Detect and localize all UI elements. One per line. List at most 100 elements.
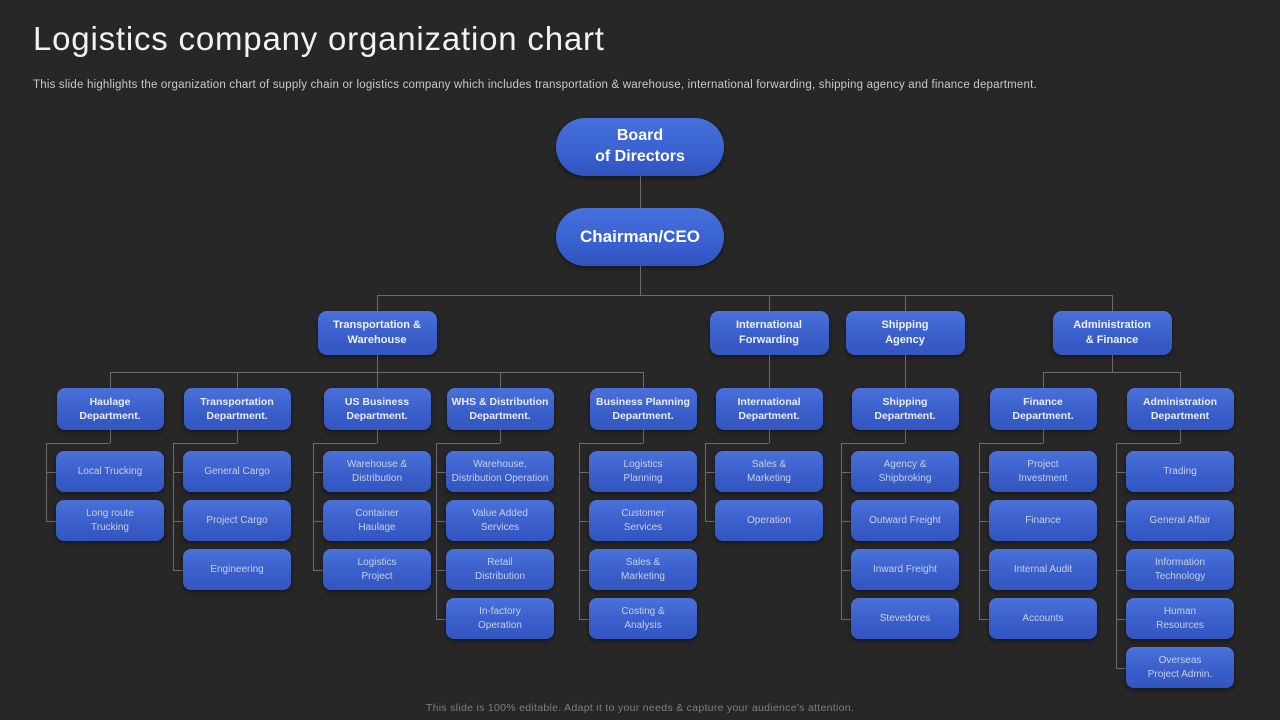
leaf-container-haulage: Container Haulage <box>323 500 431 541</box>
connector-line <box>173 443 237 444</box>
connector-line <box>377 295 378 311</box>
connector-line <box>640 266 641 295</box>
connector-line <box>436 520 446 522</box>
connector-line <box>841 618 851 620</box>
connector-line <box>905 295 906 311</box>
footer-note: This slide is 100% editable. Adapt it to… <box>425 702 855 714</box>
leaf-operation: Operation <box>715 500 823 541</box>
connector-line <box>313 520 323 522</box>
connector-line <box>377 372 378 388</box>
leaf-warehouse-distribution-operation: Warehouse, Distribution Operation <box>446 451 554 492</box>
connector-line <box>979 443 980 619</box>
connector-line <box>841 471 851 473</box>
connector-line <box>841 520 851 522</box>
connector-line <box>979 443 1043 444</box>
department-transportation-department: Transportation Department. <box>183 388 291 430</box>
connector-line <box>1116 520 1126 522</box>
leaf-warehouse-distribution: Warehouse & Distribution <box>323 451 431 492</box>
connector-line <box>237 430 238 443</box>
connector-line <box>436 443 437 619</box>
leaf-inward-freight: Inward Freight <box>851 549 959 590</box>
connector-line <box>237 372 238 388</box>
connector-line <box>313 471 323 473</box>
connector-line <box>905 355 906 388</box>
connector-line <box>769 430 770 443</box>
connector-line <box>841 443 905 444</box>
connector-line <box>173 471 183 473</box>
connector-line <box>979 471 989 473</box>
connector-line <box>769 355 770 388</box>
department-administration-department: Administration Department <box>1126 388 1234 430</box>
branch-shipping-agency: Shipping Agency <box>845 311 965 355</box>
leaf-accounts: Accounts <box>989 598 1097 639</box>
department-us-business-department: US Business Department. <box>323 388 431 430</box>
connector-line <box>46 443 110 444</box>
connector-line <box>1116 443 1180 444</box>
leaf-stevedores: Stevedores <box>851 598 959 639</box>
leaf-sales-marketing: Sales & Marketing <box>589 549 697 590</box>
leaf-overseas-project-admin: Overseas Project Admin. <box>1126 647 1234 688</box>
department-international-department: International Department. <box>715 388 823 430</box>
leaf-sales-marketing: Sales & Marketing <box>715 451 823 492</box>
connector-line <box>436 618 446 620</box>
connector-line <box>979 569 989 571</box>
connector-line <box>640 176 641 208</box>
connector-line <box>579 618 589 620</box>
leaf-internal-audit: Internal Audit <box>989 549 1097 590</box>
connector-line <box>377 430 378 443</box>
leaf-customer-services: Customer Services <box>589 500 697 541</box>
connector-line <box>110 372 643 373</box>
leaf-retail-distribution: Retail Distribution <box>446 549 554 590</box>
connector-line <box>1116 569 1126 571</box>
connector-line <box>1116 443 1117 668</box>
leaf-costing-analysis: Costing & Analysis <box>589 598 697 639</box>
connector-line <box>705 443 706 521</box>
connector-line <box>1112 355 1113 372</box>
connector-line <box>705 520 715 522</box>
leaf-information-technology: Information Technology <box>1126 549 1234 590</box>
connector-line <box>579 443 580 619</box>
connector-line <box>313 443 377 444</box>
connector-line <box>1116 471 1126 473</box>
connector-line <box>705 471 715 473</box>
department-haulage-department: Haulage Department. <box>56 388 164 430</box>
connector-line <box>1043 372 1044 388</box>
connector-line <box>500 430 501 443</box>
connector-line <box>436 443 500 444</box>
connector-line <box>841 443 842 619</box>
connector-line <box>705 443 769 444</box>
connector-line <box>173 520 183 522</box>
connector-line <box>579 569 589 571</box>
connector-line <box>110 372 111 388</box>
leaf-project-cargo: Project Cargo <box>183 500 291 541</box>
connector-line <box>436 471 446 473</box>
connector-line <box>1116 618 1126 620</box>
leaf-finance: Finance <box>989 500 1097 541</box>
branch-administration-finance: Administration & Finance <box>1052 311 1172 355</box>
leaf-local-trucking: Local Trucking <box>56 451 164 492</box>
node-board-of-directors: Board of Directors <box>556 118 724 176</box>
leaf-project-investment: Project Investment <box>989 451 1097 492</box>
connector-line <box>436 569 446 571</box>
connector-line <box>769 295 770 311</box>
leaf-general-cargo: General Cargo <box>183 451 291 492</box>
connector-line <box>110 430 111 443</box>
connector-line <box>46 443 47 521</box>
connector-line <box>579 471 589 473</box>
connector-line <box>173 443 174 570</box>
connector-line <box>46 471 56 473</box>
branch-transportation-warehouse: Transportation & Warehouse <box>317 311 437 355</box>
leaf-agency-shipbroking: Agency & Shipbroking <box>851 451 959 492</box>
connector-line <box>643 372 644 388</box>
connector-line <box>313 569 323 571</box>
leaf-human-resources: Human Resources <box>1126 598 1234 639</box>
page-title: Logistics company organization chart <box>33 20 605 57</box>
connector-line <box>500 372 501 388</box>
connector-line <box>579 443 643 444</box>
connector-line <box>979 618 989 620</box>
node-chairman-ceo: Chairman/CEO <box>556 208 724 266</box>
connector-line <box>1043 430 1044 443</box>
connector-line <box>377 295 1112 296</box>
department-business-planning-department: Business Planning Department. <box>589 388 697 430</box>
